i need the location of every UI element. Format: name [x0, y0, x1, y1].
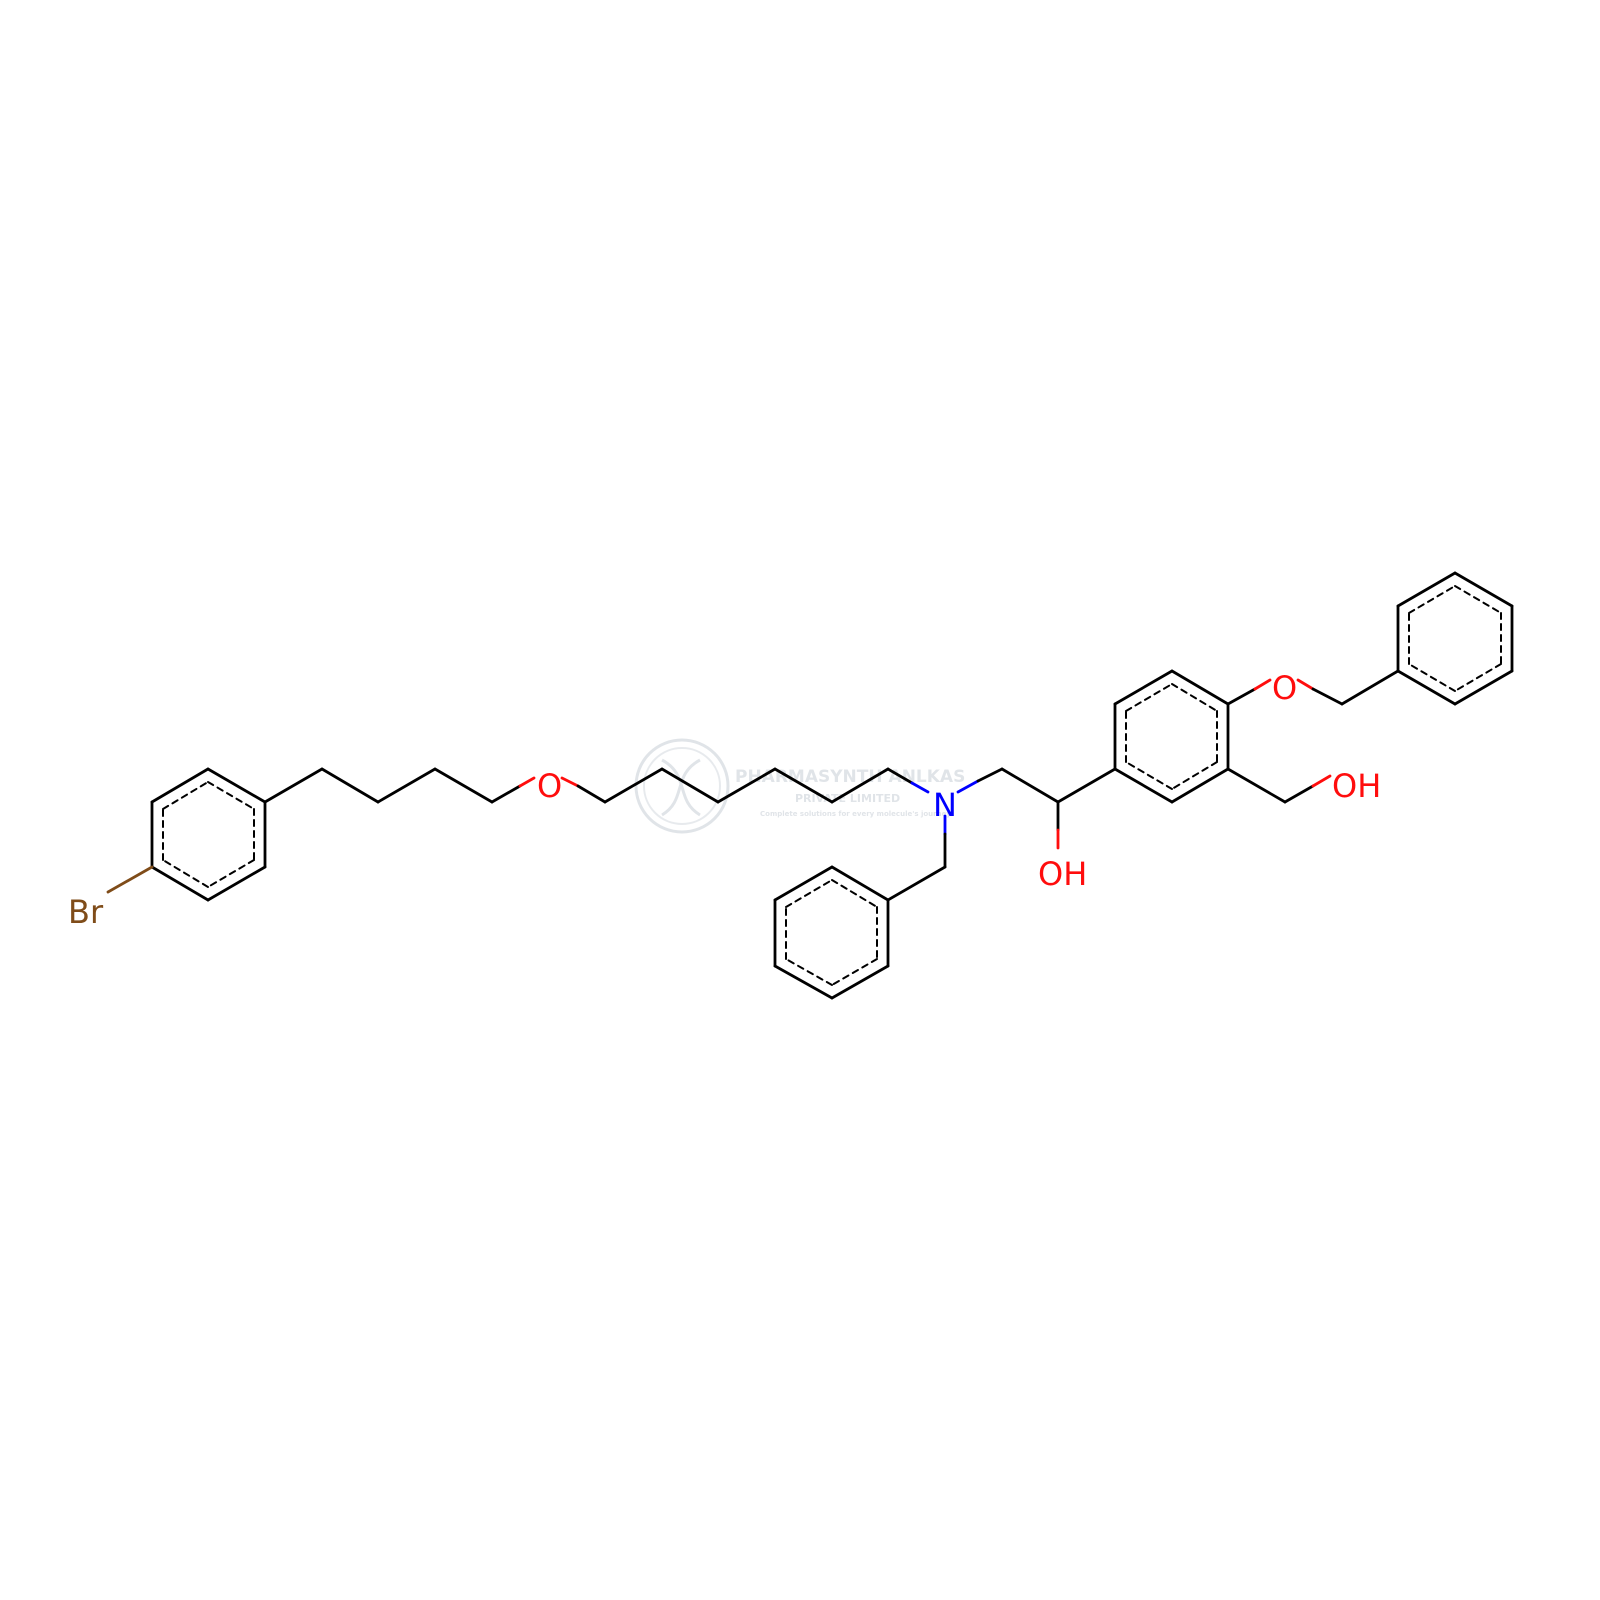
- bond: [518, 776, 536, 788]
- aromatic-bond: [162, 859, 209, 888]
- atom-label-layer: Br O N OH O OH: [68, 669, 1381, 931]
- bond: [206, 865, 267, 902]
- bond: [603, 767, 664, 804]
- atom-label-n: N: [933, 786, 957, 824]
- bond: [1170, 669, 1230, 706]
- aromatic-bond: [1408, 585, 1456, 614]
- bond: [206, 767, 267, 804]
- bond: [956, 779, 980, 794]
- bond: [910, 781, 930, 794]
- aromatic-bond: [1125, 761, 1173, 790]
- bond-layer: [106, 571, 1514, 1000]
- watermark-line1: PHARMASYNTH ANLKAS: [735, 767, 965, 787]
- aromatic-bond: [1171, 761, 1218, 790]
- bond: [830, 964, 890, 1000]
- bond: [106, 865, 154, 894]
- bond: [1226, 687, 1257, 706]
- bond: [1253, 678, 1272, 691]
- bond: [1113, 669, 1174, 706]
- aromatic-bond: [1454, 585, 1502, 614]
- bond: [150, 865, 210, 902]
- watermark-inner-circle: [643, 747, 721, 825]
- aromatic-bond: [1171, 683, 1218, 712]
- bond: [1396, 571, 1457, 608]
- bond: [560, 776, 580, 788]
- watermark-helix-icon: [661, 758, 701, 817]
- atom-label-oh-secondary: OH: [1038, 855, 1087, 893]
- bond: [150, 767, 210, 804]
- bond: [773, 865, 834, 902]
- bond: [1283, 784, 1315, 804]
- bond: [1311, 687, 1344, 706]
- bond: [1396, 669, 1457, 706]
- bond: [320, 767, 380, 804]
- bond: [773, 767, 834, 804]
- aromatic-bond: [1454, 663, 1502, 692]
- bond: [660, 767, 720, 804]
- aromatic-bond: [207, 859, 255, 888]
- aromatic-bond: [785, 879, 833, 908]
- atom-label-oh-hydroxymethyl: OH: [1332, 767, 1381, 805]
- bond: [490, 784, 522, 804]
- bond: [716, 767, 777, 804]
- aromatic-bond: [1125, 683, 1173, 712]
- aromatic-bond: [162, 781, 209, 810]
- bond: [1170, 767, 1230, 804]
- aromatic-bond: [1408, 663, 1456, 692]
- bond: [1000, 767, 1060, 804]
- bond: [830, 767, 890, 804]
- bond: [263, 767, 324, 804]
- atom-label-br: Br: [68, 893, 104, 931]
- bond: [1113, 767, 1174, 804]
- aromatic-bond: [831, 879, 878, 908]
- bond: [433, 767, 494, 804]
- bond: [376, 767, 437, 804]
- bond: [1226, 767, 1287, 804]
- atom-label-o-ether: O: [537, 767, 562, 805]
- aromatic-bond: [831, 958, 878, 986]
- aromatic-bond: [785, 958, 833, 986]
- aromatic-bond: [207, 781, 255, 810]
- bond: [1056, 767, 1117, 804]
- bond: [1453, 571, 1514, 608]
- bond: [1296, 678, 1315, 691]
- bond: [773, 964, 834, 1000]
- bond: [1453, 669, 1514, 706]
- watermark-line3: Complete solutions for every molecule's …: [760, 810, 951, 818]
- bond: [576, 784, 607, 804]
- bond: [830, 865, 890, 902]
- atom-label-o-benzyloxy: O: [1272, 669, 1297, 707]
- bond: [886, 767, 914, 785]
- bond: [1311, 774, 1332, 788]
- bond: [1340, 669, 1400, 706]
- watermark-circle: [634, 738, 730, 834]
- bond: [886, 865, 947, 902]
- bond: [976, 767, 1004, 783]
